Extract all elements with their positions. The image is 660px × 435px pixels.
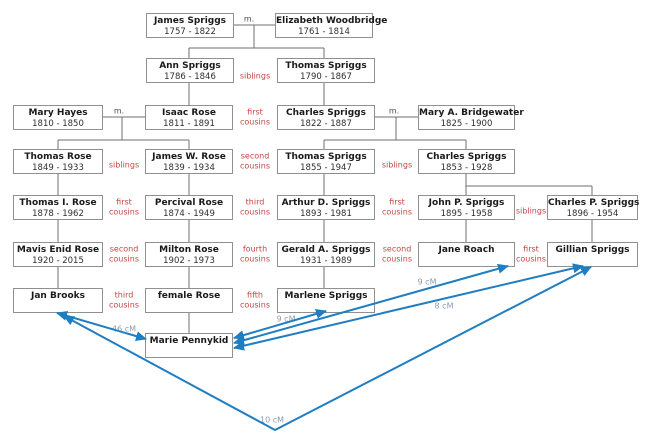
person-dates: 1920 - 2015	[32, 256, 84, 266]
person-dates: 1810 - 1850	[32, 119, 84, 129]
relationship-label-first-cousins: first cousins	[240, 107, 270, 127]
relationship-label-siblings: siblings	[239, 71, 271, 81]
person-name: Thomas Spriggs	[285, 152, 367, 162]
person-box-female-rose[interactable]: female Rose	[145, 288, 233, 313]
person-dates: 1895 - 1958	[440, 209, 493, 219]
person-name: Gillian Spriggs	[555, 245, 630, 255]
person-name: Gerald A. Spriggs	[281, 245, 371, 255]
person-name: John P. Spriggs	[428, 198, 505, 208]
relationship-label-third-cousins: third cousins	[240, 197, 270, 217]
marriage-label: m.	[243, 14, 255, 24]
person-name: Marie Pennykid	[149, 336, 229, 346]
person-name: Mary A. Bridgewater	[419, 108, 524, 118]
person-box-marie-pennykid[interactable]: Marie Pennykid	[145, 333, 233, 358]
person-name: Thomas Rose	[24, 152, 92, 162]
person-dates: 1853 - 1928	[440, 163, 493, 173]
person-dates: 1893 - 1981	[300, 209, 352, 219]
relationship-label-second-cousins: second cousins	[109, 244, 139, 264]
person-dates: 1790 - 1867	[300, 72, 352, 82]
relationship-label-second-cousins: second cousins	[240, 151, 270, 171]
person-name: Mavis Enid Rose	[16, 245, 100, 255]
person-dates: 1757 - 1822	[164, 27, 216, 37]
cm-value-label: 10 cM	[259, 415, 285, 425]
person-box-marlene-spriggs[interactable]: Marlene Spriggs	[277, 288, 375, 313]
person-dates: 1839 - 1934	[163, 163, 215, 173]
cm-value-label: 8 cM	[434, 301, 454, 311]
person-dates: 1822 - 1887	[300, 119, 352, 129]
person-box-jan-brooks[interactable]: Jan Brooks	[13, 288, 103, 313]
person-dates: 1902 - 1973	[163, 256, 215, 266]
cm-value-label: 46 cM	[111, 324, 137, 334]
person-name: James W. Rose	[152, 152, 226, 162]
person-name: Jan Brooks	[31, 291, 85, 301]
person-name: Arthur D. Spriggs	[281, 198, 371, 208]
person-dates: 1896 - 1954	[566, 209, 619, 219]
person-name: Thomas Spriggs	[285, 61, 367, 71]
relationship-label-first-cousins: first cousins	[109, 197, 139, 217]
person-name: Charles Spriggs	[286, 108, 366, 118]
relationship-label-siblings: siblings	[381, 160, 413, 170]
relationship-label-siblings: siblings	[515, 206, 547, 216]
person-dates: 1761 - 1814	[298, 27, 350, 37]
relationship-label-second-cousins: second cousins	[382, 244, 412, 264]
person-box-jane-roach[interactable]: Jane Roach	[418, 242, 515, 267]
person-dates: 1786 - 1846	[164, 72, 216, 82]
person-name: Percival Rose	[154, 198, 224, 208]
person-name: Isaac Rose	[162, 108, 216, 118]
person-name: Ann Spriggs	[159, 61, 221, 71]
person-box-gillian-spriggs[interactable]: Gillian Spriggs	[547, 242, 638, 267]
relationship-label-third-cousins: third cousins	[109, 290, 139, 310]
relationship-label-fifth-cousins: fifth cousins	[240, 290, 270, 310]
person-name: Mary Hayes	[28, 108, 88, 118]
person-dates: 1849 - 1933	[32, 163, 84, 173]
person-dates: 1874 - 1949	[163, 209, 215, 219]
person-dates: 1931 - 1989	[300, 256, 352, 266]
marriage-label: m.	[388, 106, 400, 116]
person-dates: 1811 - 1891	[163, 119, 215, 129]
person-name: Elizabeth Woodbridge	[276, 16, 388, 26]
relationship-label-first-cousins: first cousins	[382, 197, 412, 217]
person-dates: 1878 - 1962	[32, 209, 84, 219]
relationship-label-siblings: siblings	[108, 160, 140, 170]
relationship-label-fourth-cousins: fourth cousins	[240, 244, 270, 264]
cm-value-label: 9 cM	[417, 277, 437, 287]
person-name: Jane Roach	[438, 245, 495, 255]
person-name: female Rose	[157, 291, 221, 301]
relationship-label-first-cousins: first cousins	[516, 244, 546, 264]
marriage-label: m.	[113, 106, 125, 116]
person-name: Thomas I. Rose	[19, 198, 97, 208]
person-name: James Spriggs	[153, 16, 227, 26]
person-name: Charles Spriggs	[426, 152, 507, 162]
person-name: Marlene Spriggs	[284, 291, 368, 301]
person-dates: 1855 - 1947	[300, 163, 352, 173]
person-name: Charles P. Spriggs	[548, 198, 640, 208]
person-name: Milton Rose	[159, 245, 219, 255]
cm-value-label: 9 cM	[276, 314, 296, 324]
person-dates: 1825 - 1900	[440, 119, 493, 129]
